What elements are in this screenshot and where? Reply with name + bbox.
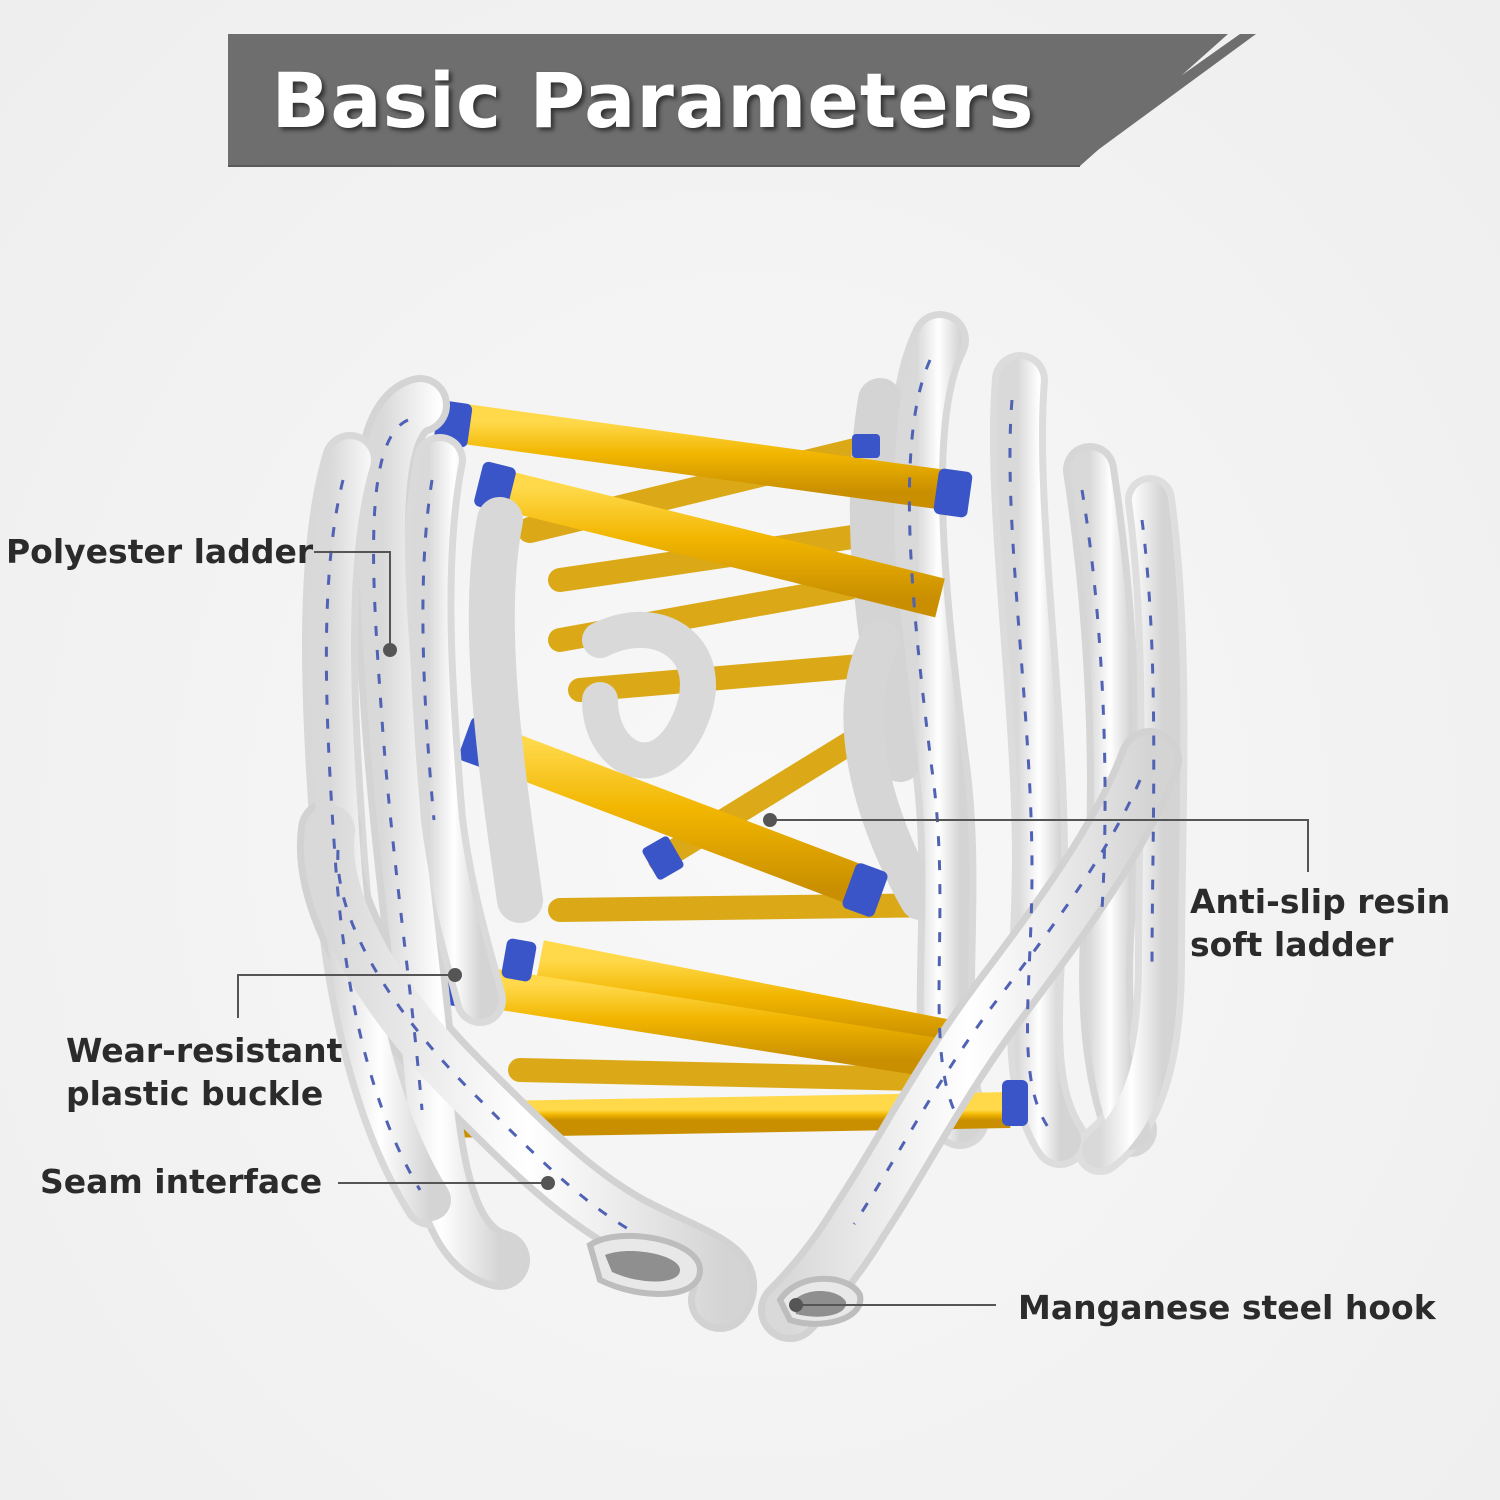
rope-stitching xyxy=(324,359,1156,1240)
callout-polyester-ladder: Polyester ladder xyxy=(6,530,313,573)
left-thimble-inner xyxy=(605,1250,680,1282)
rung xyxy=(466,965,954,1080)
rung xyxy=(447,402,963,512)
callout-text-line2: soft ladder xyxy=(1190,925,1394,964)
callout-text-line2: plastic buckle xyxy=(66,1074,324,1113)
callout-dot xyxy=(763,813,777,827)
callout-line-polyester xyxy=(314,551,391,650)
callout-dots xyxy=(383,643,803,1312)
callout-dot xyxy=(383,643,397,657)
rung-cap xyxy=(501,938,537,982)
rung-cap xyxy=(933,468,973,518)
callout-anti-slip-resin: Anti-slip resin soft ladder xyxy=(1190,880,1450,966)
callout-text: Manganese steel hook xyxy=(1018,1288,1436,1327)
callout-line-buckle xyxy=(237,974,455,1018)
callout-text: Seam interface xyxy=(40,1162,323,1201)
callout-seam-interface: Seam interface xyxy=(40,1160,322,1203)
page-title: Basic Parameters xyxy=(271,55,1035,145)
callout-line-antislip xyxy=(770,819,1309,872)
callout-lines xyxy=(237,551,1309,1306)
rung xyxy=(536,940,954,1060)
callout-text-line1: Wear-resistant xyxy=(66,1031,343,1070)
callout-text: Polyester ladder xyxy=(6,532,314,571)
callout-text-line1: Anti-slip resin xyxy=(1190,882,1451,921)
callout-dot xyxy=(789,1298,803,1312)
callout-plastic-buckle: Wear-resistant plastic buckle xyxy=(66,1029,342,1115)
banner-shape xyxy=(228,34,1256,167)
callout-steel-hook: Manganese steel hook xyxy=(1018,1286,1436,1329)
rung-cap xyxy=(842,863,888,917)
banner-background xyxy=(228,34,1228,166)
rung-cap xyxy=(1002,1080,1028,1126)
header-banner: Basic Parameters xyxy=(0,0,1500,200)
rope-coils-front-light xyxy=(303,382,1175,1335)
banner-slash-stripe xyxy=(1062,34,1256,166)
callout-dot xyxy=(448,968,462,982)
rung-cap xyxy=(642,836,684,880)
rung-cap xyxy=(852,434,880,458)
steel-hooks xyxy=(586,1232,864,1327)
right-thimble-inner xyxy=(792,1291,847,1317)
callout-dot xyxy=(541,1176,555,1190)
rung xyxy=(472,722,878,910)
rung xyxy=(490,468,945,618)
